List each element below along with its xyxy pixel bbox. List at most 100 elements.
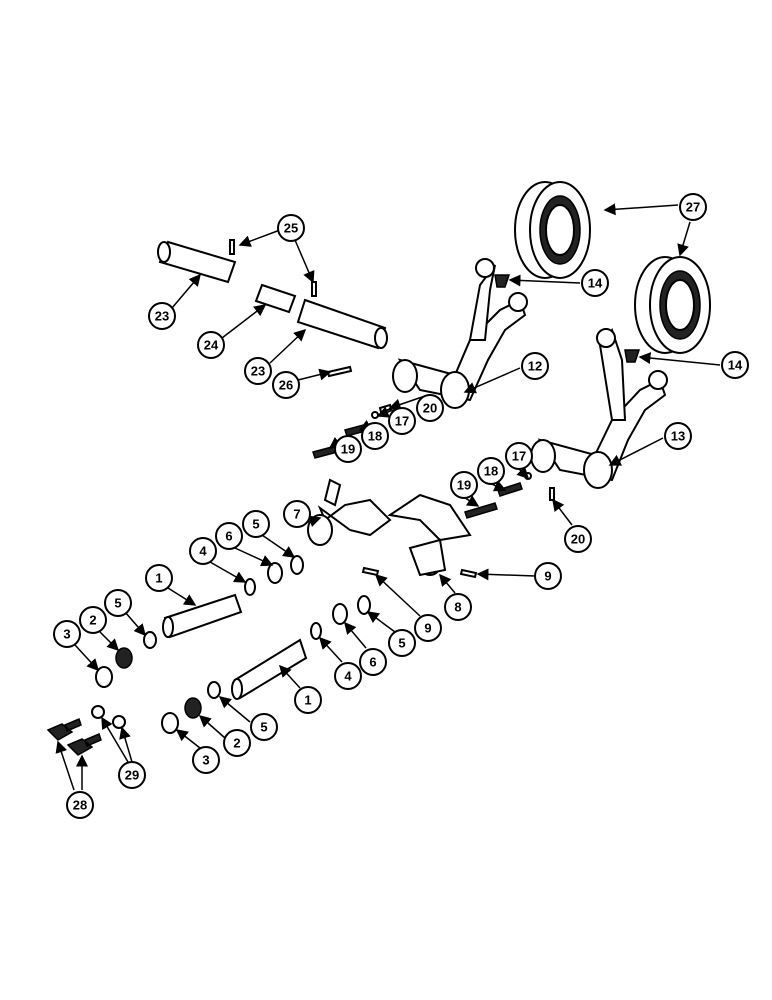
washer-29b xyxy=(112,715,126,729)
callout-circle xyxy=(664,422,692,450)
callout-label: 27 xyxy=(686,200,700,215)
callout-4: 4 xyxy=(334,662,362,690)
callout-circle xyxy=(272,371,300,399)
callout-circle xyxy=(477,457,505,485)
rail-24 xyxy=(254,283,297,314)
callout-label: 1 xyxy=(304,693,311,708)
callout-label: 23 xyxy=(155,309,169,324)
callout-2: 2 xyxy=(79,606,107,634)
callout-label: 25 xyxy=(284,221,298,236)
callout-label: 17 xyxy=(512,449,526,464)
callout-label: 14 xyxy=(588,276,603,291)
callout-label: 14 xyxy=(728,358,743,373)
callout-label: 26 xyxy=(279,378,293,393)
callout-5: 5 xyxy=(388,629,416,657)
ring-5b xyxy=(357,595,371,615)
pin-25b xyxy=(311,281,317,297)
pad-14b xyxy=(624,349,641,363)
callout-circle xyxy=(505,442,533,470)
callout-label: 6 xyxy=(369,655,376,670)
callout-29: 29 xyxy=(118,761,146,789)
callout-13: 13 xyxy=(664,422,692,450)
callout-label: 3 xyxy=(63,627,70,642)
callout-label: 9 xyxy=(424,621,431,636)
pin-9b xyxy=(459,568,478,579)
callout-circle xyxy=(444,593,472,621)
callout-1: 1 xyxy=(294,686,322,714)
bolt-28a xyxy=(46,717,82,741)
callout-circle xyxy=(334,662,362,690)
callout-circle xyxy=(145,564,173,592)
callout-6: 6 xyxy=(215,522,243,550)
callout-circle xyxy=(388,407,416,435)
callout-label: 12 xyxy=(528,359,542,374)
callout-label: 3 xyxy=(202,753,209,768)
callout-circle xyxy=(581,269,609,297)
callout-label: 18 xyxy=(368,429,382,444)
callout-circle xyxy=(223,729,251,757)
callout-circle xyxy=(242,510,270,538)
callout-25: 25 xyxy=(277,214,305,242)
callout-5: 5 xyxy=(250,713,278,741)
callout-14: 14 xyxy=(581,269,609,297)
callout-circle xyxy=(244,357,272,385)
callout-19: 19 xyxy=(334,435,362,463)
callout-label: 13 xyxy=(671,429,685,444)
spring-18b xyxy=(497,482,523,497)
callout-23: 23 xyxy=(148,302,176,330)
callout-label: 28 xyxy=(73,798,87,813)
clip-5c xyxy=(143,631,157,649)
callout-label: 19 xyxy=(457,478,471,493)
shift-lever-7 xyxy=(307,478,392,546)
bolt-28b xyxy=(66,732,102,756)
spring-19b xyxy=(464,502,498,519)
callout-label: 4 xyxy=(344,669,352,684)
callout-circle xyxy=(679,193,707,221)
shift-fork-12 xyxy=(392,258,528,409)
callout-circle xyxy=(79,606,107,634)
pad-14a xyxy=(494,274,511,288)
callout-1: 1 xyxy=(145,564,173,592)
callout-5: 5 xyxy=(242,510,270,538)
callout-circle xyxy=(564,525,592,553)
pin-26 xyxy=(326,365,353,378)
callout-circle xyxy=(215,522,243,550)
callout-circle xyxy=(283,500,311,528)
callout-label: 6 xyxy=(225,529,232,544)
callout-17: 17 xyxy=(388,407,416,435)
callout-circle xyxy=(277,214,305,242)
callout-17: 17 xyxy=(505,442,533,470)
callout-5: 5 xyxy=(104,589,132,617)
callout-3: 3 xyxy=(53,620,81,648)
plate-2b xyxy=(184,697,202,719)
callout-label: 19 xyxy=(341,442,355,457)
callout-circle xyxy=(388,629,416,657)
callout-circle xyxy=(197,331,225,359)
callout-20: 20 xyxy=(564,525,592,553)
clip-5d xyxy=(207,681,221,699)
callout-24: 24 xyxy=(197,331,225,359)
shaft-1-upper xyxy=(162,593,243,639)
callout-circle xyxy=(361,422,389,450)
callout-circle xyxy=(414,614,442,642)
callout-circle xyxy=(66,791,94,819)
callout-label: 24 xyxy=(204,338,219,353)
shift-lever-8 xyxy=(387,493,472,577)
callout-circle xyxy=(53,620,81,648)
callout-4: 4 xyxy=(189,537,217,565)
clutch-sleeve-upper xyxy=(514,181,591,279)
callout-3: 3 xyxy=(192,746,220,774)
callout-label: 5 xyxy=(114,596,121,611)
callout-18: 18 xyxy=(477,457,505,485)
ring-5a xyxy=(290,555,304,575)
callout-9: 9 xyxy=(534,562,562,590)
callout-circle xyxy=(189,537,217,565)
callout-14: 14 xyxy=(721,351,749,379)
leader-lines xyxy=(55,203,721,791)
callout-26: 26 xyxy=(272,371,300,399)
callout-circle xyxy=(521,352,549,380)
ring-4a xyxy=(244,578,256,596)
ring-4b xyxy=(310,622,322,640)
